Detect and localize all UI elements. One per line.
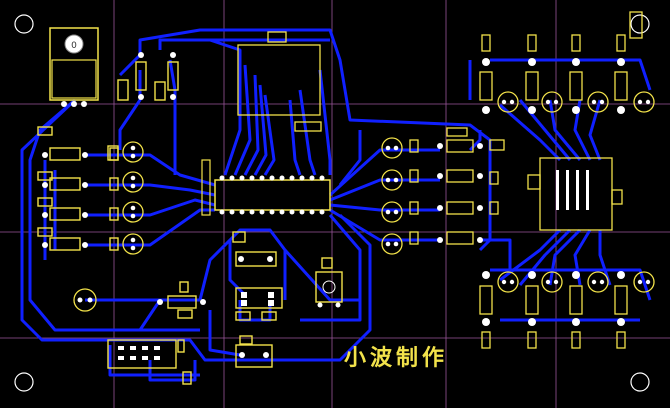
top-resistors bbox=[107, 61, 179, 161]
regulator-marker: 0 bbox=[71, 41, 77, 51]
board-caption: 小波制作 bbox=[344, 346, 449, 371]
copper-traces bbox=[20, 28, 652, 382]
right-module-bottom-resistors bbox=[479, 271, 655, 349]
left-leds bbox=[73, 141, 144, 312]
right-led-group bbox=[381, 127, 505, 255]
left-resistors bbox=[37, 126, 119, 251]
mounting-holes bbox=[14, 14, 650, 392]
dip-ic bbox=[201, 159, 331, 216]
voltage-regulator bbox=[49, 27, 99, 107]
lower-components bbox=[107, 231, 343, 385]
regulator-mount-hole bbox=[64, 34, 84, 54]
right-module-top-resistors bbox=[479, 11, 655, 113]
top-ic-footprint bbox=[237, 31, 322, 132]
right-module-connector bbox=[527, 157, 623, 231]
